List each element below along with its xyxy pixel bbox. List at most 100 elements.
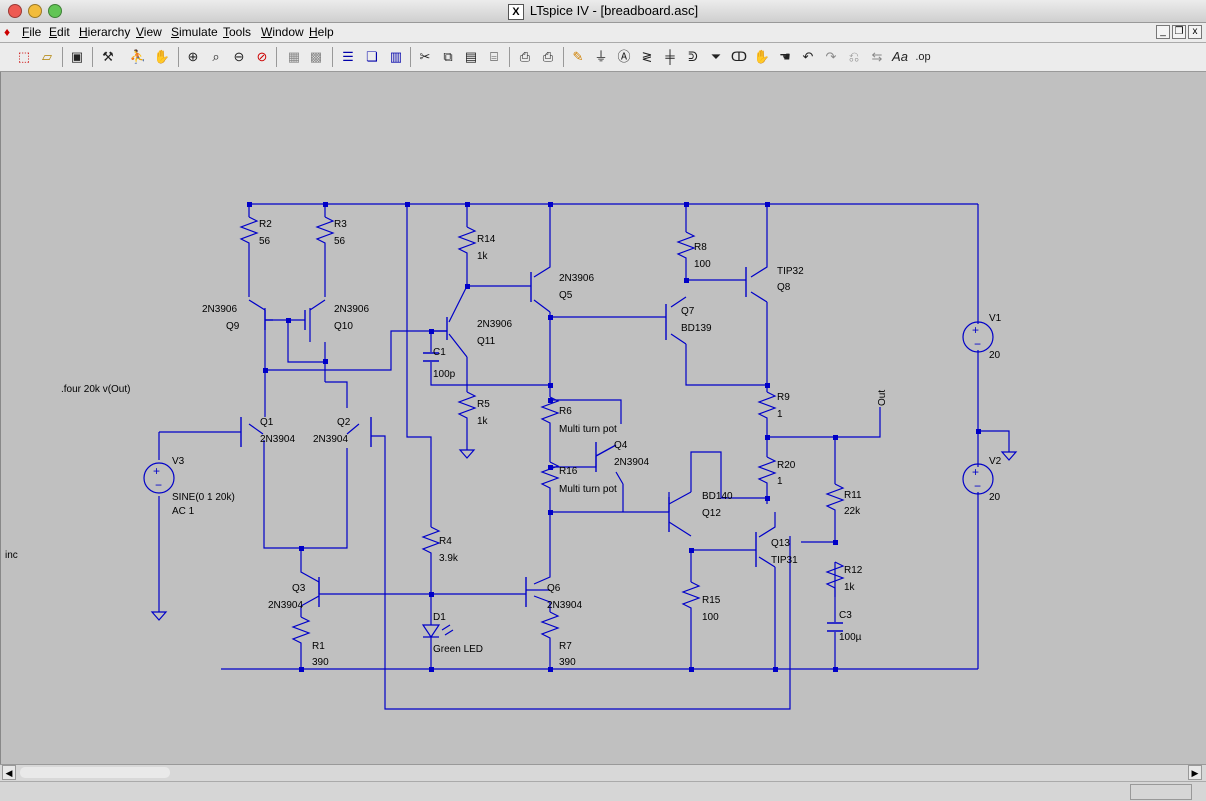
v3-symbol[interactable] [143,462,175,494]
label-net-icon[interactable]: Ⓐ [617,49,631,64]
r5-symbol[interactable] [457,391,477,427]
q4-symbol[interactable] [595,442,617,472]
r12-symbol[interactable] [825,561,845,597]
r11-value: 22k [844,506,861,517]
paste-icon[interactable]: ▤ [464,49,478,64]
copy-icon[interactable]: ⧉ [443,49,453,64]
r11-symbol[interactable] [825,483,845,519]
component-icon[interactable]: ↀ [730,49,748,64]
tile-horizontal-icon[interactable]: ☰ [342,49,354,64]
svg-text:+: + [972,465,979,479]
x11-icon: X [507,3,524,20]
horizontal-scrollbar[interactable]: ◀ ▶ [0,764,1206,781]
menu-help[interactable]: Help [309,25,334,39]
mdi-minimize-button[interactable]: _ [1156,25,1170,39]
r4-symbol[interactable] [421,526,441,567]
spice-directive-icon[interactable]: .op [915,51,931,63]
q9-symbol[interactable] [264,310,273,330]
ground-icon[interactable]: ⏚ [594,49,608,64]
capacitor-icon[interactable]: ╪ [665,49,675,64]
q1-value: 2N3904 [260,434,295,445]
tile-vertical-icon[interactable]: ▥ [389,49,403,64]
resistor-icon[interactable]: ≷ [641,49,653,64]
r7-symbol[interactable] [540,611,560,652]
r12-ref: R12 [844,565,863,576]
menu-tools[interactable]: Tools [223,25,252,39]
move-icon[interactable]: ✋ [753,49,771,64]
q5-ref: Q5 [559,290,573,301]
zoom-cancel-icon[interactable]: ⊘ [256,49,268,64]
v1-symbol[interactable] [962,321,994,353]
cut-icon[interactable]: ✂ [419,49,431,64]
mirror-icon[interactable]: ⇆ [871,49,883,64]
zoom-in-icon[interactable]: ⊕ [187,49,199,64]
inc-directive[interactable]: inc [5,550,18,561]
fit-icon[interactable]: ▩ [309,49,323,64]
new-schematic-icon[interactable]: ⬚ [17,49,31,64]
r3-ref: R3 [334,219,347,230]
d1-symbol[interactable] [421,624,454,639]
menu-hierarchy[interactable]: Hierarchy [79,25,131,39]
svg-text:−: − [974,337,981,351]
print-setup-icon[interactable]: ⎙ [519,49,531,64]
status-panel [1130,784,1192,800]
zoom-pan-icon[interactable]: ⌕ [212,49,220,64]
inductor-icon[interactable]: ᕲ [688,49,698,64]
cascade-icon[interactable]: ❏ [366,49,378,64]
q7-ref: Q7 [681,306,695,317]
scroll-left-arrow-icon[interactable]: ◀ [2,765,16,780]
rotate-icon[interactable]: ⎌ [848,49,860,64]
menu-view[interactable]: View [136,25,162,39]
r6-symbol[interactable] [540,396,560,432]
r16-ref: R16 [559,466,578,477]
open-icon[interactable]: ▱ [42,49,52,64]
schematic-drawing[interactable]: +− +− +− .four 20k v(Out) inc Out [1,72,1206,764]
minimize-window-button[interactable] [28,4,42,18]
c1-symbol[interactable] [423,352,439,362]
scroll-right-arrow-icon[interactable]: ▶ [1188,765,1202,780]
close-window-button[interactable] [8,4,22,18]
r14-value: 1k [477,251,489,262]
ltspice-app-icon[interactable]: ♦ [4,25,11,39]
zoom-out-icon[interactable]: ⊖ [233,49,245,64]
scroll-thumb[interactable] [20,767,170,778]
menu-edit[interactable]: Edit [49,25,70,39]
r2-symbol[interactable] [239,216,259,247]
r20-symbol[interactable] [757,456,777,487]
r3-symbol[interactable] [315,216,335,247]
menu-file[interactable]: File [22,25,42,39]
q11-symbol[interactable] [431,317,448,340]
diode-icon[interactable]: ⏷ [710,49,722,64]
r14-symbol[interactable] [457,226,477,262]
zoom-window-button[interactable] [48,4,62,18]
net-label-out[interactable]: Out [877,390,888,406]
schematic-canvas[interactable]: +− +− +− .four 20k v(Out) inc Out [0,72,1206,764]
halt-icon[interactable]: ✋ [153,49,171,64]
r15-symbol[interactable] [681,581,701,617]
redo-icon[interactable]: ↷ [825,49,837,64]
svg-text:−: − [155,478,162,492]
r8-symbol[interactable] [676,231,696,267]
autorange-icon[interactable]: ▦ [287,49,301,64]
print-icon[interactable]: ⎙ [542,49,554,64]
r9-symbol[interactable] [757,391,777,420]
menu-simulate[interactable]: Simulate [171,25,218,39]
r1-symbol[interactable] [291,616,311,647]
mdi-restore-button[interactable]: ❐ [1172,25,1186,39]
mdi-close-button[interactable]: x [1188,25,1202,39]
undo-icon[interactable]: ↶ [802,49,814,64]
find-icon[interactable]: ⌸ [490,49,498,64]
menu-window[interactable]: Window [261,25,304,39]
draw-wire-icon[interactable]: ✎ [572,49,584,64]
c3-symbol[interactable] [827,622,843,632]
v2-symbol[interactable] [962,463,994,495]
control-panel-icon[interactable]: ⚒ [102,49,114,64]
text-icon[interactable]: Aa [892,49,908,64]
drag-icon[interactable]: ☚ [779,49,791,64]
svg-text:+: + [972,323,979,337]
r16-symbol[interactable] [540,461,560,497]
save-icon[interactable]: ▣ [70,49,84,64]
source-polarity-marks: +− +− +− [153,323,981,493]
four-directive[interactable]: .four 20k v(Out) [61,384,130,395]
run-icon[interactable]: ⛹ [129,49,147,64]
